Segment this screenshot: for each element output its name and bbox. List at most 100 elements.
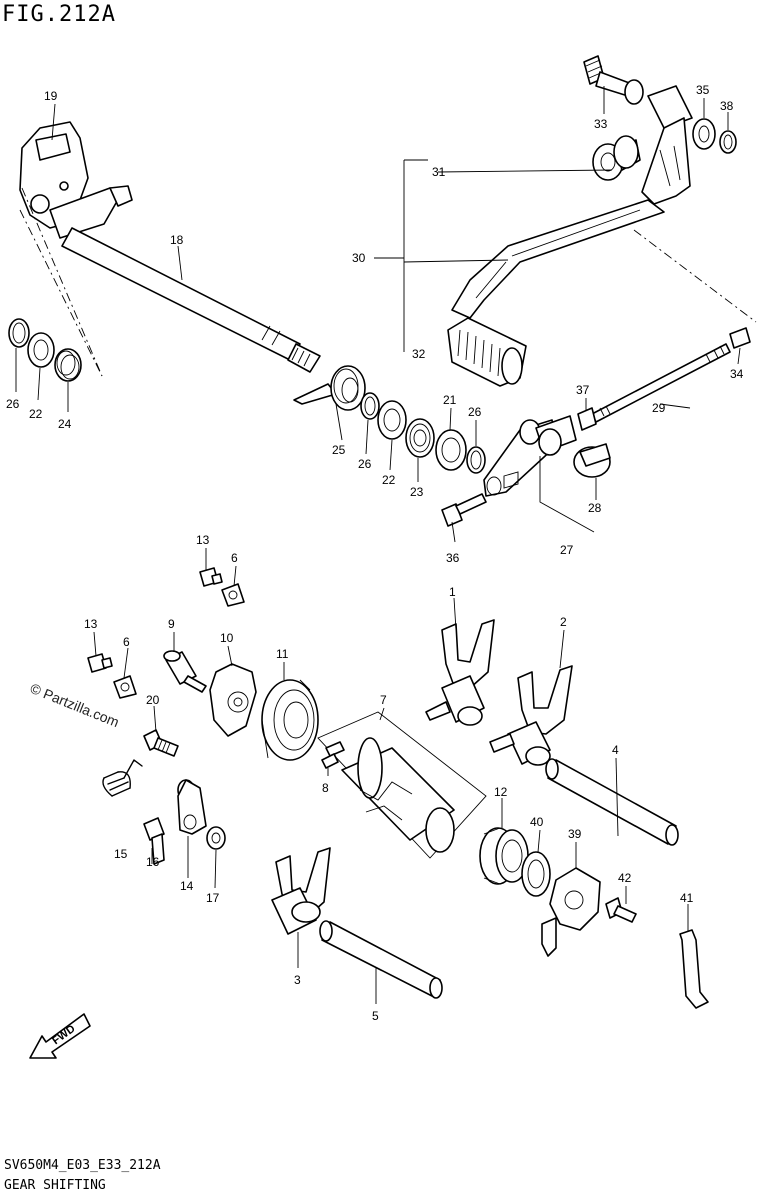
callout-10: 10 xyxy=(220,631,234,645)
part-11-bearing xyxy=(261,679,319,761)
part-16-bolt xyxy=(143,817,165,865)
callout-39: 39 xyxy=(568,827,582,841)
callout-6: 6 xyxy=(231,551,238,565)
part-4-fork-shaft xyxy=(545,758,679,846)
callout-22: 22 xyxy=(29,407,43,421)
callout-4: 4 xyxy=(612,743,619,757)
callout-32: 32 xyxy=(412,347,426,361)
callout-21: 21 xyxy=(443,393,457,407)
part-32-footrest-rubber xyxy=(447,317,527,387)
part-28-rod-end-cap xyxy=(573,443,611,478)
callout-13b: 13 xyxy=(84,617,98,631)
callout-12: 12 xyxy=(494,785,508,799)
callout-38: 38 xyxy=(720,99,734,113)
callout-labels: 19 18 26 22 24 25 26 22 23 21 26 33 35 3… xyxy=(6,83,744,1023)
part-13-screw-b xyxy=(87,653,113,673)
part-42-bolt xyxy=(605,897,637,923)
callout-33: 33 xyxy=(594,117,608,131)
part-6-plate xyxy=(221,583,245,607)
callout-3: 3 xyxy=(294,973,301,987)
callout-5: 5 xyxy=(372,1009,379,1023)
part-5-fork-shaft xyxy=(319,920,443,999)
part-14-stopper-arm xyxy=(177,779,207,835)
figure-caption: GEAR SHIFTING xyxy=(4,1178,106,1193)
part-26-circlip-c xyxy=(466,446,486,474)
callout-41: 41 xyxy=(680,891,694,905)
callout-13: 13 xyxy=(196,533,210,547)
callout-29: 29 xyxy=(652,401,666,415)
figure-title: FIG.212A xyxy=(2,2,116,27)
callout-8: 8 xyxy=(322,781,329,795)
callout-40: 40 xyxy=(530,815,544,829)
part-33-pivot-bolt xyxy=(583,55,644,105)
callout-24: 24 xyxy=(58,417,72,431)
callout-14: 14 xyxy=(180,879,194,893)
part-18-shift-shaft xyxy=(61,227,321,373)
fwd-arrow-icon: FWD xyxy=(29,1013,91,1059)
part-24-spring xyxy=(54,348,82,382)
callout-2: 2 xyxy=(560,615,567,629)
callout-18: 18 xyxy=(170,233,184,247)
callout-36: 36 xyxy=(446,551,460,565)
part-9-pin xyxy=(163,650,207,693)
callout-9: 9 xyxy=(168,617,175,631)
part-13-screw xyxy=(199,567,223,587)
callout-23: 23 xyxy=(410,485,424,499)
part-7-shift-drum xyxy=(317,711,487,859)
part-3-shift-fork xyxy=(271,847,331,935)
callout-31: 31 xyxy=(432,165,446,179)
part-26-circlip-b xyxy=(360,392,380,420)
part-38-circlip xyxy=(719,130,737,154)
part-22-washer-b xyxy=(377,400,407,440)
part-40-washer xyxy=(521,851,551,897)
callout-35: 35 xyxy=(696,83,710,97)
part-39-gear-position-switch xyxy=(541,867,601,957)
callout-22b: 22 xyxy=(382,473,396,487)
callout-26b: 26 xyxy=(358,457,372,471)
part-15-spring xyxy=(102,759,143,797)
callout-25: 25 xyxy=(332,443,346,457)
callout-1: 1 xyxy=(449,585,456,599)
callout-11: 11 xyxy=(276,647,289,661)
part-30-gearshift-lever xyxy=(451,85,693,319)
callout-26: 26 xyxy=(6,397,20,411)
callout-17: 17 xyxy=(206,891,220,905)
callout-16: 16 xyxy=(146,855,160,869)
callout-34: 34 xyxy=(730,367,744,381)
part-17-washer xyxy=(206,826,226,850)
callout-28: 28 xyxy=(588,501,602,515)
part-8-pins xyxy=(321,741,345,769)
callout-7: 7 xyxy=(380,693,387,707)
part-6-plate-b xyxy=(113,675,137,699)
callout-19: 19 xyxy=(44,89,58,103)
figure-code: SV650M4_E03_E33_212A xyxy=(4,1158,161,1173)
callout-27: 27 xyxy=(560,543,574,557)
part-23-bearing xyxy=(405,418,435,458)
part-34-nut xyxy=(729,327,751,349)
leader-lines xyxy=(15,86,741,1004)
callout-37: 37 xyxy=(576,383,590,397)
callout-30: 30 xyxy=(352,251,366,265)
part-26-circlip xyxy=(8,318,30,348)
part-31-rod-end xyxy=(592,135,641,181)
part-1-shift-fork xyxy=(425,619,495,726)
part-36-bolt xyxy=(441,493,487,527)
part-12-needle-bearing xyxy=(479,827,529,885)
part-37-nut xyxy=(577,407,597,431)
part-35-washer xyxy=(692,118,716,150)
part-2-shift-fork xyxy=(489,665,573,766)
callout-42: 42 xyxy=(618,871,632,885)
part-41-clamp xyxy=(679,929,709,1009)
callout-20: 20 xyxy=(146,693,160,707)
part-19-shift-arm xyxy=(19,121,133,239)
callout-6b: 6 xyxy=(123,635,130,649)
callout-26c: 26 xyxy=(468,405,482,419)
part-22-washer xyxy=(27,332,55,368)
part-10-shift-cam-plate xyxy=(209,663,257,737)
callout-15: 15 xyxy=(114,847,128,861)
part-25-return-spring xyxy=(293,365,366,411)
part-20-bolt xyxy=(143,729,179,757)
part-27-shift-arm-link xyxy=(483,415,577,497)
part-21-washer xyxy=(435,429,467,471)
